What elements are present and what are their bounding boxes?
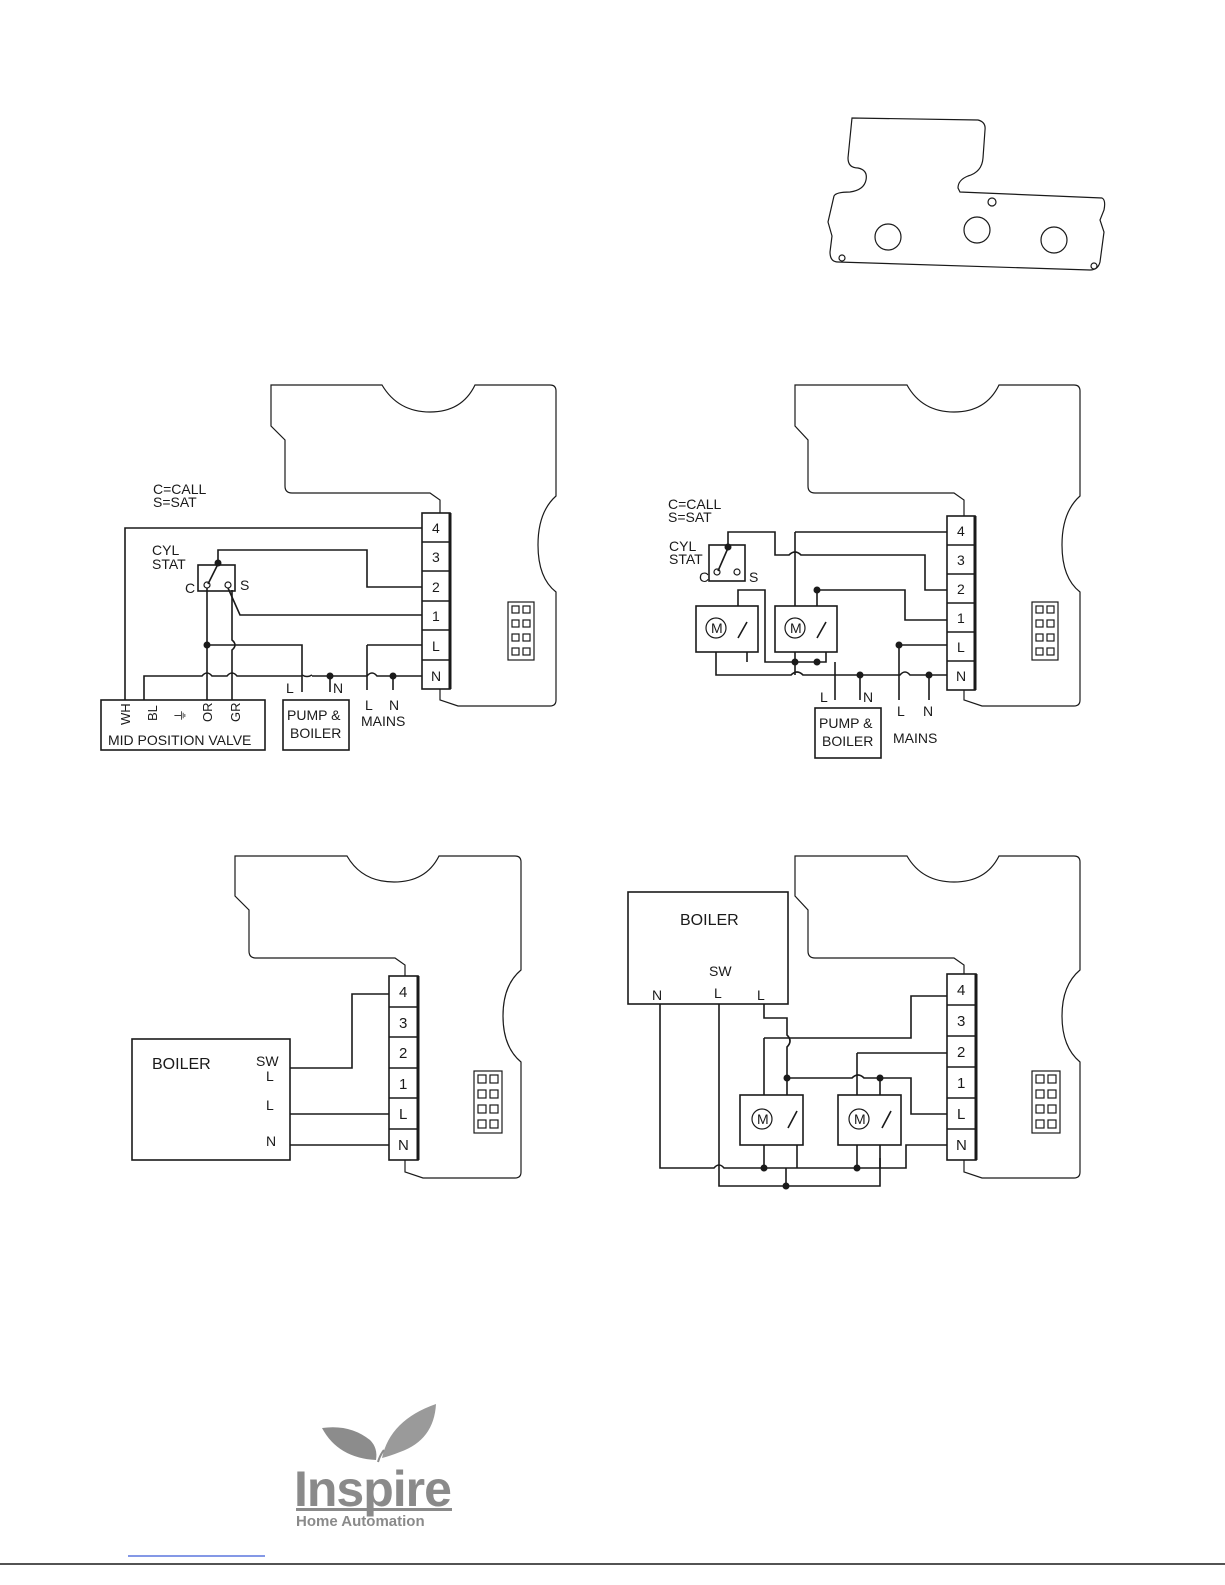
d1-valve-earth: ⏚ bbox=[173, 709, 188, 722]
d3-terminal-2: 2 bbox=[399, 1045, 407, 1062]
d2-terminal-L: L bbox=[957, 639, 965, 655]
d1-terminal-2: 2 bbox=[432, 579, 440, 595]
d2-mains-label: MAINS bbox=[893, 730, 937, 746]
diagram-1-mid-position-valve: 4 3 2 1 L N C=CALL S=SAT CYL STAT C S bbox=[101, 385, 556, 750]
d2-mains-l: L bbox=[897, 703, 905, 719]
d4-connector bbox=[1032, 1071, 1060, 1133]
d1-legend-sat: S=SAT bbox=[153, 494, 197, 510]
d2-zone-valve-2 bbox=[775, 606, 837, 652]
d1-mains-label: MAINS bbox=[361, 713, 405, 729]
d3-terminal-1: 1 bbox=[399, 1076, 407, 1093]
d4-sw-label: SW bbox=[709, 963, 732, 979]
diagram-2-two-zone-valves: 4 3 2 1 L N C=CALL S=SAT CYL STAT C S M … bbox=[668, 385, 1080, 758]
d4-l-label: L bbox=[757, 987, 765, 1003]
backplate-outline bbox=[828, 118, 1105, 270]
d4-n-label: N bbox=[652, 987, 662, 1003]
d2-zone-valve-1 bbox=[696, 606, 758, 652]
leaf-right-icon bbox=[382, 1404, 436, 1458]
d3-sw-label: SW bbox=[256, 1053, 279, 1069]
d2-c-label: C bbox=[699, 569, 709, 585]
d1-valve-or: OR bbox=[200, 703, 215, 723]
diagram-4-boiler-two-zone: 4 3 2 1 L N BOILER SW N L L M M bbox=[628, 856, 1080, 1190]
d2-s-label: S bbox=[749, 569, 758, 585]
d1-mains-n: N bbox=[389, 697, 399, 713]
d2-terminal-1: 1 bbox=[957, 610, 965, 626]
d2-pump-n: N bbox=[863, 689, 873, 705]
d1-valve-bl: BL bbox=[145, 705, 160, 721]
d4-terminal-N: N bbox=[956, 1137, 967, 1154]
d3-l1-label: L bbox=[266, 1068, 274, 1084]
d4-motor-2-label: M bbox=[854, 1111, 866, 1127]
d2-terminal-N: N bbox=[956, 668, 966, 684]
d4-terminal-L: L bbox=[957, 1106, 965, 1123]
d1-pump-line2: BOILER bbox=[290, 725, 341, 741]
d1-pump-line1: PUMP & bbox=[287, 707, 341, 723]
d4-terminal-3: 3 bbox=[957, 1013, 965, 1030]
d1-connector bbox=[508, 602, 534, 660]
d4-terminal-4: 4 bbox=[957, 982, 965, 999]
d1-terminal-1: 1 bbox=[432, 608, 440, 624]
d2-terminal-2: 2 bbox=[957, 581, 965, 597]
d3-terminal-L: L bbox=[399, 1106, 407, 1123]
d2-terminal-3: 3 bbox=[957, 552, 965, 568]
d1-pump-n: N bbox=[333, 680, 343, 696]
d4-terminal-1: 1 bbox=[957, 1075, 965, 1092]
d3-terminal-3: 3 bbox=[399, 1015, 407, 1032]
d3-terminal-N: N bbox=[398, 1137, 409, 1154]
d1-mains-l: L bbox=[365, 697, 373, 713]
d3-terminal-4: 4 bbox=[399, 984, 407, 1001]
logo-tagline: Home Automation bbox=[296, 1513, 425, 1530]
d1-terminal-3: 3 bbox=[432, 549, 440, 565]
leaf-left-icon bbox=[322, 1427, 376, 1460]
d2-connector bbox=[1032, 602, 1058, 660]
d4-motor-1-label: M bbox=[757, 1111, 769, 1127]
d2-pump-line1: PUMP & bbox=[819, 715, 873, 731]
diagram-1-housing bbox=[271, 385, 556, 706]
d2-mains-n: N bbox=[923, 703, 933, 719]
d2-pump-l: L bbox=[820, 689, 828, 705]
d2-terminal-4: 4 bbox=[957, 523, 965, 539]
d1-valve-label: MID POSITION VALVE bbox=[108, 732, 251, 748]
d1-terminal-N: N bbox=[431, 668, 441, 684]
d3-boiler-label: BOILER bbox=[152, 1056, 211, 1073]
diagram-2-housing bbox=[795, 385, 1080, 706]
d1-stat: STAT bbox=[152, 556, 186, 572]
d1-valve-wh: WH bbox=[118, 703, 133, 725]
d2-motor-1-label: M bbox=[711, 620, 723, 636]
d3-n-label: N bbox=[266, 1133, 276, 1149]
d1-terminal-L: L bbox=[432, 638, 440, 654]
d1-valve-gr: GR bbox=[228, 703, 243, 723]
d1-pump-l: L bbox=[286, 680, 294, 696]
d2-legend-sat: S=SAT bbox=[668, 509, 712, 525]
d2-stat: STAT bbox=[669, 551, 703, 567]
d3-l2-label: L bbox=[266, 1097, 274, 1113]
d4-boiler-label: BOILER bbox=[680, 912, 739, 929]
d1-c-label: C bbox=[185, 580, 195, 596]
d1-s-label: S bbox=[240, 577, 249, 593]
d4-terminal-2: 2 bbox=[957, 1044, 965, 1061]
d3-connector bbox=[474, 1071, 502, 1133]
diagram-3-boiler-direct: 4 3 2 1 L N BOILER SW L L N bbox=[132, 856, 521, 1178]
d1-terminal-4: 4 bbox=[432, 520, 440, 536]
inspire-logo: Inspire Home Automation bbox=[294, 1404, 452, 1530]
d2-pump-line2: BOILER bbox=[822, 733, 873, 749]
d4-swl-label: L bbox=[714, 985, 722, 1001]
d2-motor-2-label: M bbox=[790, 620, 802, 636]
